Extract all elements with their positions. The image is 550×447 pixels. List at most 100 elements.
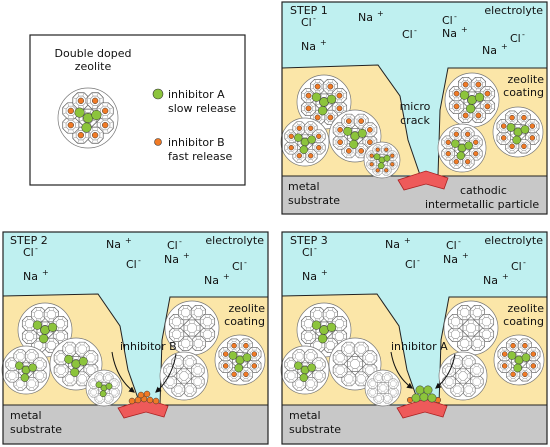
released-inhibitor-dot: [427, 393, 437, 403]
inhibitor-b-dot: [231, 342, 237, 349]
step1-zeolite-particle: [280, 117, 330, 167]
inhibitor-b-dot: [336, 105, 343, 112]
inhibitor-a-dot: [357, 128, 367, 138]
inhibitor-b-dot: [475, 81, 482, 88]
inhibitor-b-dot: [462, 81, 469, 88]
inhibitor-b-dot: [390, 153, 395, 158]
ion-symbol: Na: [23, 270, 38, 283]
inhibitor-a-dot: [459, 90, 470, 100]
inhibitor-a-dot: [299, 373, 309, 382]
step1-zeolite-particle: [363, 141, 401, 179]
inhibitor-b-dot: [484, 103, 491, 110]
inhibitor-b-dot: [473, 139, 479, 145]
chloride-ion: Cl-: [442, 12, 457, 27]
zeolite-cage-icon: [332, 362, 348, 378]
step2-zeolite-particle: [214, 334, 266, 386]
inhibitor-b-dot: [316, 133, 322, 139]
ion-charge: -: [314, 244, 317, 253]
inhibitor-b-dot: [305, 105, 312, 112]
ion-symbol: Na: [164, 253, 179, 266]
inhibitor-b-dot: [465, 159, 471, 165]
ion-symbol: Na: [302, 270, 317, 283]
ion-symbol: Cl: [511, 260, 522, 273]
inhibitor-b-dot: [358, 148, 364, 154]
step3-zeolite-particle: [443, 300, 499, 356]
inhibitor-a-dot: [318, 106, 328, 116]
step1-coating-label-1: zeolite: [508, 73, 545, 86]
chloride-ion: Cl-: [405, 256, 420, 271]
inhibitor-b-dot: [367, 139, 373, 145]
inhibitor-a-dot: [15, 361, 24, 370]
ion-charge: -: [179, 237, 182, 246]
inhibitor-a-dot: [512, 135, 522, 145]
ion-symbol: Cl: [301, 16, 312, 29]
inhibitor-a-dot: [39, 334, 49, 344]
step1-crack-label-2: crack: [400, 114, 430, 127]
inhibitor-b-dot: [484, 90, 491, 97]
inhibitor-a-dot: [47, 322, 58, 332]
step2-zeolite-particle: [85, 369, 123, 407]
inhibitor-b-dot: [346, 118, 352, 124]
ion-charge: -: [244, 258, 247, 267]
ion-charge: +: [462, 251, 469, 260]
released-inhibitor-dot: [423, 385, 433, 395]
inhibitor-b-dot: [222, 351, 229, 357]
inhibitor-b-dot: [308, 153, 314, 159]
inhibitor-b-dot: [316, 145, 322, 151]
inhibitor-a-dot: [311, 92, 322, 102]
zeolite-cage-icon: [310, 306, 326, 323]
inhibitor-a-dot: [520, 125, 530, 134]
inhibitor-b-dot: [91, 97, 99, 104]
ion-charge: -: [458, 237, 461, 246]
inhibitor-a-dot: [521, 353, 531, 362]
step1-particle-label-2: intermetallic particle: [425, 198, 539, 211]
step3-coating-label-1: zeolite: [508, 302, 545, 315]
ion-charge: +: [125, 236, 132, 245]
zeolite-cage-icon: [457, 304, 473, 321]
step2-released-inhibitor-b: [128, 390, 160, 405]
inhibitor-b-dot: [314, 114, 321, 121]
sodium-ion: Na+: [385, 236, 411, 251]
inhibitor-b-dot: [509, 143, 515, 150]
inhibitor-b-dot: [462, 112, 469, 119]
sodium-ion: Na+: [443, 251, 469, 266]
ion-symbol: Na: [358, 11, 373, 24]
inhibitor-b-dot: [445, 139, 451, 145]
inhibitor-b-dot: [384, 147, 389, 152]
inhibitor-a-dot: [242, 353, 252, 362]
step2-zeolite-particle: [1, 345, 51, 395]
inhibitor-b-dot: [521, 114, 527, 121]
step3-zeolite-particle: [280, 345, 330, 395]
step3-panel: STEP 3 electrolyte Cl- Na+ Cl- Cl- Na+ C…: [280, 231, 548, 445]
zeolite-cage-icon: [470, 363, 484, 378]
ion-charge: -: [417, 256, 420, 265]
inhibitor-b-dot: [375, 147, 380, 152]
inhibitor-a-dot: [326, 94, 337, 104]
inhibitor-a-dot: [307, 135, 316, 144]
sodium-ion: Na+: [301, 38, 327, 53]
inhibitor-b-dot: [327, 114, 334, 121]
step3-substrate-label-2: substrate: [289, 423, 341, 436]
ion-symbol: Cl: [442, 14, 453, 27]
legend-inhibitor-a-swatch: [152, 88, 164, 100]
inhibitor-b-dot: [369, 162, 374, 167]
ion-charge: +: [377, 9, 384, 18]
step2-arrow-right: [155, 353, 177, 393]
ion-charge: +: [461, 25, 468, 34]
step3-zeolite-particle: [364, 369, 402, 407]
zeolite-cage-icon: [94, 372, 105, 383]
inhibitor-b-dot: [305, 92, 312, 99]
inhibitor-a-dot: [91, 109, 102, 121]
zeolite-cage-icon: [373, 372, 384, 383]
step1-panel: STEP 1 electrolyte Cl- Na+ Cl- Cl- Na+ N…: [280, 1, 548, 215]
step1-title: STEP 1: [290, 4, 328, 17]
inhibitor-a-dot: [343, 126, 353, 136]
inhibitor-a-dot: [373, 153, 381, 161]
step3-zeolite-particle: [328, 337, 382, 391]
sodium-ion: Na+: [106, 236, 132, 251]
inhibitor-b-dot: [327, 83, 334, 90]
inhibitor-b-dot: [314, 83, 321, 90]
inhibitor-a-dot: [299, 145, 309, 154]
step2-substrate-label-2: substrate: [10, 423, 62, 436]
legend-title-line1: Double doped: [55, 47, 132, 60]
